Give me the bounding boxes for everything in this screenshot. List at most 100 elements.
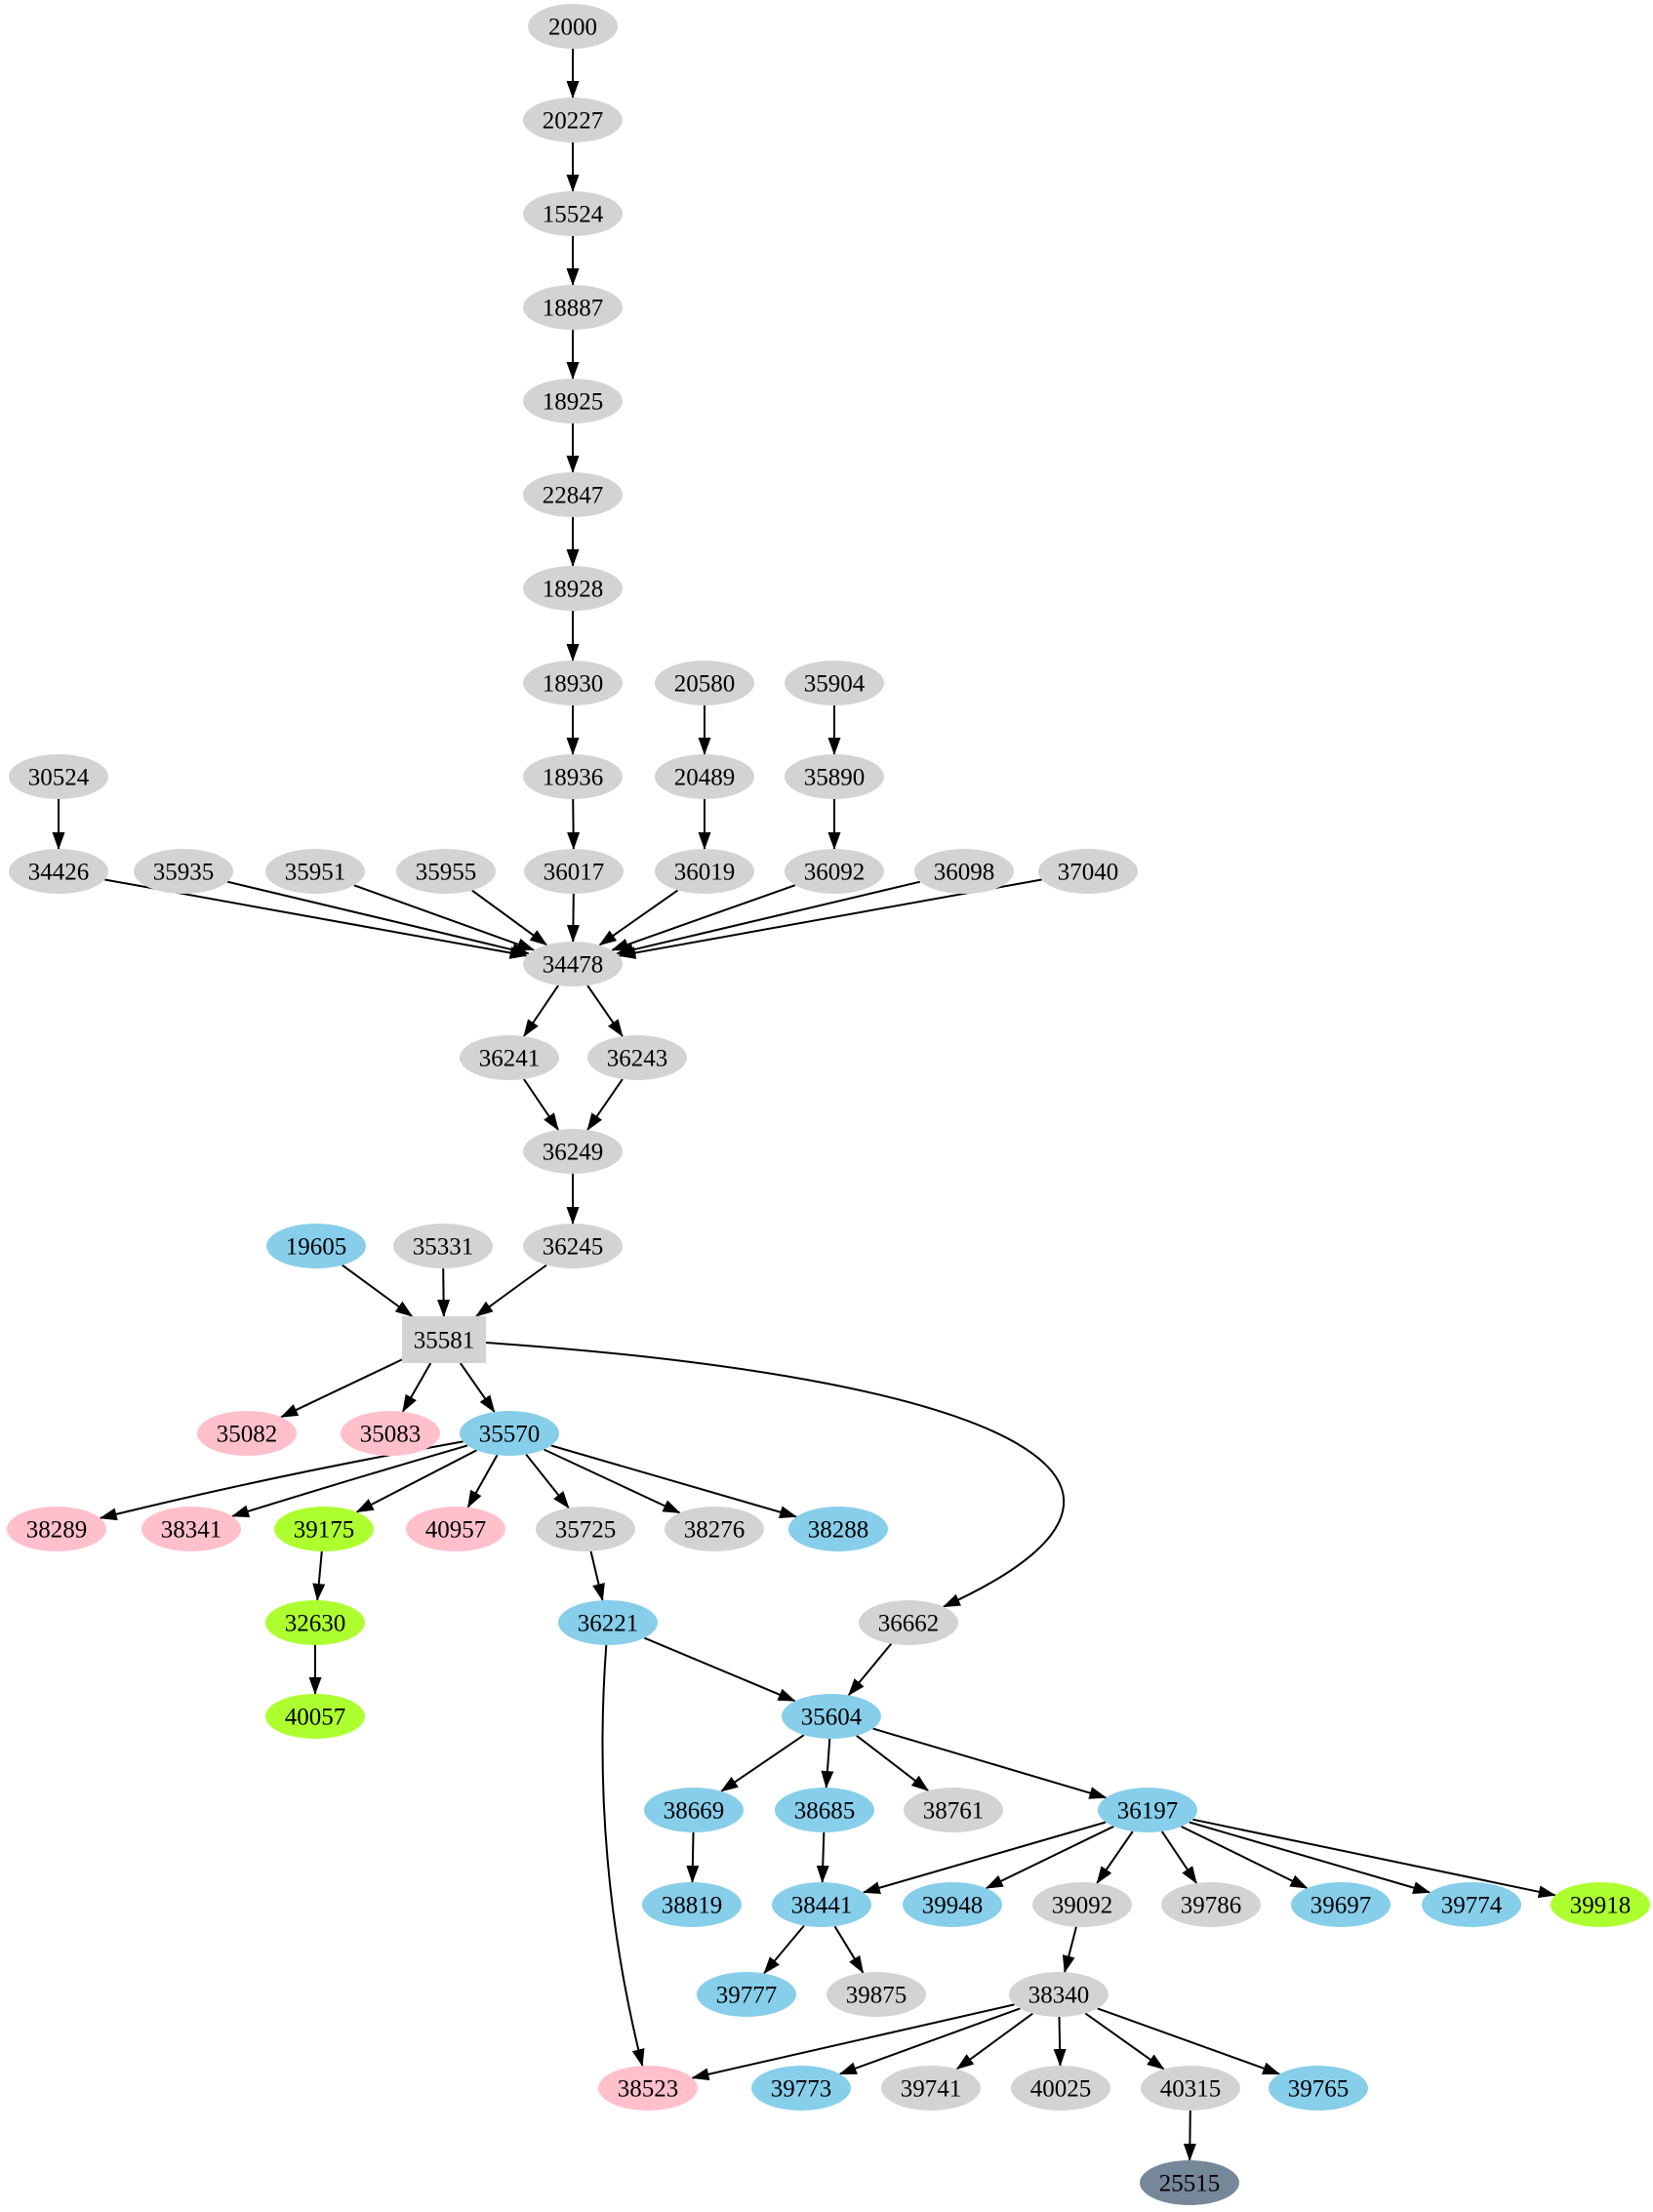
node-36249: 36249 (523, 1129, 623, 1174)
node-shape-ellipse (523, 754, 623, 799)
node-37040: 37040 (1038, 849, 1138, 894)
node-label: 35935 (153, 859, 215, 885)
node-shape-ellipse (598, 2066, 698, 2111)
edge-36197-39092 (1096, 1830, 1134, 1884)
node-label: 38341 (161, 1516, 222, 1543)
edge-35604-38685 (821, 1738, 834, 1789)
node-20580: 20580 (655, 661, 754, 705)
edge-38685-38441 (816, 1831, 829, 1883)
node-38289: 38289 (7, 1507, 106, 1551)
node-shape-ellipse (904, 1788, 1003, 1832)
node-38523: 38523 (598, 2066, 698, 2111)
node-label: 36662 (878, 1610, 940, 1636)
node-38685: 38685 (775, 1788, 874, 1832)
node-shape-ellipse (523, 191, 623, 236)
edge-35570-40957 (466, 1454, 499, 1508)
node-39092: 39092 (1032, 1882, 1132, 1927)
node-25515: 25515 (1140, 2160, 1239, 2205)
node-shape-ellipse (9, 754, 108, 799)
edge-36221-38523 (601, 1644, 645, 2068)
edge-36197-38441 (862, 1821, 1107, 1895)
node-35904: 35904 (785, 661, 884, 705)
node-shape-ellipse (788, 1507, 888, 1551)
node-shape-ellipse (826, 1972, 926, 2017)
node-label: 34426 (28, 859, 90, 885)
node-label: 39092 (1052, 1892, 1113, 1918)
edge-38340-39741 (955, 2012, 1033, 2071)
node-shape-ellipse (523, 379, 623, 423)
node-label: 38441 (791, 1892, 853, 1918)
edge-35570-39175 (355, 1449, 477, 1513)
edge-35581-36662 (485, 1342, 1066, 1608)
node-35955: 35955 (396, 849, 496, 894)
node-38276: 38276 (665, 1507, 764, 1551)
node-35581: 35581 (402, 1316, 486, 1363)
node-39948: 39948 (903, 1882, 1002, 1927)
node-shape-ellipse (528, 4, 618, 49)
edge-18936-36017 (567, 798, 581, 850)
edge-38441-39875 (833, 1925, 865, 1974)
node-shape-ellipse (751, 2066, 851, 2111)
node-shape-ellipse (9, 849, 108, 894)
node-label: 32630 (285, 1610, 346, 1636)
node-shape-ellipse (655, 754, 754, 799)
node-35082: 35082 (197, 1411, 297, 1456)
node-18936: 18936 (523, 754, 623, 799)
node-36197: 36197 (1098, 1788, 1197, 1832)
node-label: 35604 (801, 1704, 863, 1730)
edge-19605-35581 (342, 1264, 414, 1317)
node-shape-ellipse (655, 849, 754, 894)
node-35604: 35604 (782, 1694, 881, 1739)
node-label: 25515 (1159, 2170, 1221, 2196)
node-label: 38819 (662, 1892, 723, 1918)
node-label: 20489 (674, 764, 736, 790)
node-label: 38340 (1028, 1982, 1090, 2008)
node-shape-ellipse (775, 1788, 874, 1832)
edge-35331-35581 (437, 1267, 451, 1317)
edge-36197-39697 (1181, 1826, 1309, 1889)
node-shape-box (402, 1316, 486, 1363)
edge-35604-38761 (856, 1735, 929, 1791)
node-label: 19605 (286, 1233, 347, 1260)
edge-36092-34478 (611, 884, 796, 951)
edge-35581-35083 (401, 1362, 432, 1413)
node-shape-ellipse (265, 849, 365, 894)
node-38761: 38761 (904, 1788, 1003, 1832)
node-38669: 38669 (644, 1788, 744, 1832)
node-label: 39175 (294, 1516, 355, 1543)
node-shape-ellipse (7, 1507, 106, 1551)
edge-39175-32630 (312, 1550, 326, 1601)
edge-38340-39773 (838, 2007, 1021, 2075)
edge-35725-36221 (589, 1550, 605, 1602)
edge-40315-25515 (1183, 2110, 1196, 2161)
node-label: 40057 (285, 1704, 346, 1730)
node-label: 22847 (543, 482, 604, 508)
edge-36221-35604 (644, 1636, 796, 1703)
edge-35581-35082 (280, 1358, 403, 1419)
node-shape-ellipse (523, 98, 623, 142)
node-36017: 36017 (524, 849, 624, 894)
node-shape-ellipse (1011, 2066, 1110, 2111)
node-36019: 36019 (655, 849, 754, 894)
node-label: 40315 (1160, 2075, 1222, 2102)
node-36221: 36221 (558, 1600, 658, 1645)
node-label: 39777 (716, 1982, 778, 2008)
edge-38340-40025 (1053, 2016, 1067, 2067)
node-label: 36197 (1117, 1797, 1179, 1824)
node-label: 36249 (543, 1139, 604, 1165)
node-label: 36221 (578, 1610, 639, 1636)
edge-35581-35570 (459, 1362, 496, 1413)
edge-35604-36197 (872, 1727, 1108, 1799)
node-39765: 39765 (1269, 2066, 1368, 2111)
edge-38340-40315 (1084, 2012, 1165, 2071)
node-label: 35082 (217, 1421, 278, 1447)
node-shape-ellipse (265, 1600, 365, 1645)
node-shape-ellipse (523, 472, 623, 517)
node-shape-ellipse (665, 1507, 764, 1551)
node-label: 36241 (479, 1045, 541, 1071)
node-label: 39773 (771, 2075, 832, 2102)
edge-34478-36241 (523, 985, 559, 1037)
node-35083: 35083 (341, 1411, 440, 1456)
node-label: 35083 (360, 1421, 422, 1447)
